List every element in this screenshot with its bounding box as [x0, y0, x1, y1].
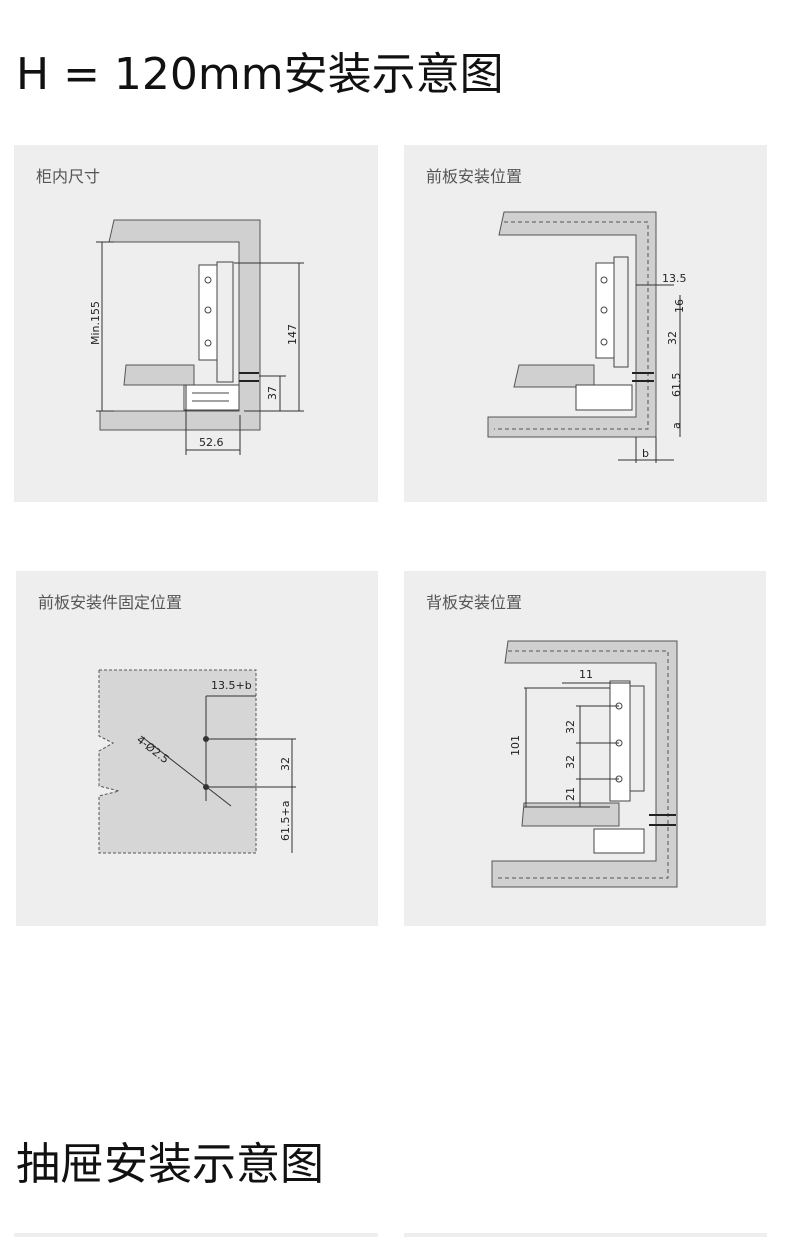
- front-panel-plate: [98, 669, 257, 854]
- panel-cabinet-dimensions: 柜内尺寸 Min.155 147 37 52.6: [14, 145, 378, 502]
- drawer-bottom: [521, 802, 620, 827]
- panel-label: 前板安装件固定位置: [38, 593, 183, 612]
- panel-front-panel-position: 前板安装位置 13.5 16 32 61.5 a b: [404, 145, 767, 502]
- drawer-bottom: [513, 364, 595, 388]
- panel-label: 柜内尺寸: [36, 167, 101, 186]
- panel-strip-right: [404, 1233, 767, 1237]
- runner: [593, 828, 645, 854]
- back-panel-diagram: 11 101 32 32 21: [491, 640, 678, 888]
- dim-16: 16: [673, 299, 686, 313]
- dim-147: 147: [286, 324, 299, 345]
- section-title-installation: H = 120mm安装示意图: [16, 49, 504, 100]
- cabinet-wall: [491, 640, 678, 888]
- cabinet-wall: [487, 211, 657, 438]
- runner: [183, 384, 240, 411]
- dim-101: 101: [509, 735, 522, 756]
- dim-32: 32: [666, 331, 679, 345]
- side-plate: [613, 256, 629, 368]
- panel-strip-left: [14, 1233, 378, 1237]
- cabinet-dimensions-diagram: Min.155 147 37 52.6: [89, 219, 304, 455]
- dim-32-upper: 32: [564, 720, 577, 734]
- drawer-bottom: [123, 364, 195, 386]
- dim-52-6: 52.6: [199, 436, 224, 449]
- dim-11: 11: [579, 668, 593, 681]
- back-bracket: [609, 680, 631, 802]
- dim-min-155: Min.155: [89, 301, 102, 345]
- dim-61-5-a: 61.5+a: [279, 801, 292, 841]
- dim-32-lower: 32: [564, 755, 577, 769]
- panel-back-panel-position: 背板安装位置 11 101 32 32 21: [404, 571, 766, 926]
- front-fixing-diagram: 13.5+b 4-Ø2.5 32 61.5+a: [98, 669, 296, 854]
- panel-front-fixing-position: 前板安装件固定位置 13.5+b 4-Ø2.5 32 61.5+a: [16, 571, 378, 926]
- dim-37: 37: [266, 386, 279, 400]
- runner: [575, 384, 633, 411]
- panel-label: 背板安装位置: [426, 593, 523, 612]
- section-title-drawer-installation: 抽屉安装示意图: [16, 1139, 324, 1190]
- dim-21: 21: [564, 787, 577, 801]
- dim-b: b: [642, 447, 649, 460]
- side-plate: [629, 685, 645, 792]
- dim-61-5: 61.5: [670, 373, 683, 398]
- panel-label: 前板安装位置: [426, 167, 523, 186]
- dim-13-5-b: 13.5+b: [211, 679, 252, 692]
- dim-a: a: [670, 422, 683, 429]
- dim-32: 32: [279, 757, 292, 771]
- side-plate: [216, 261, 234, 383]
- front-panel-diagram: 13.5 16 32 61.5 a b: [487, 211, 687, 463]
- dim-13-5: 13.5: [662, 272, 687, 285]
